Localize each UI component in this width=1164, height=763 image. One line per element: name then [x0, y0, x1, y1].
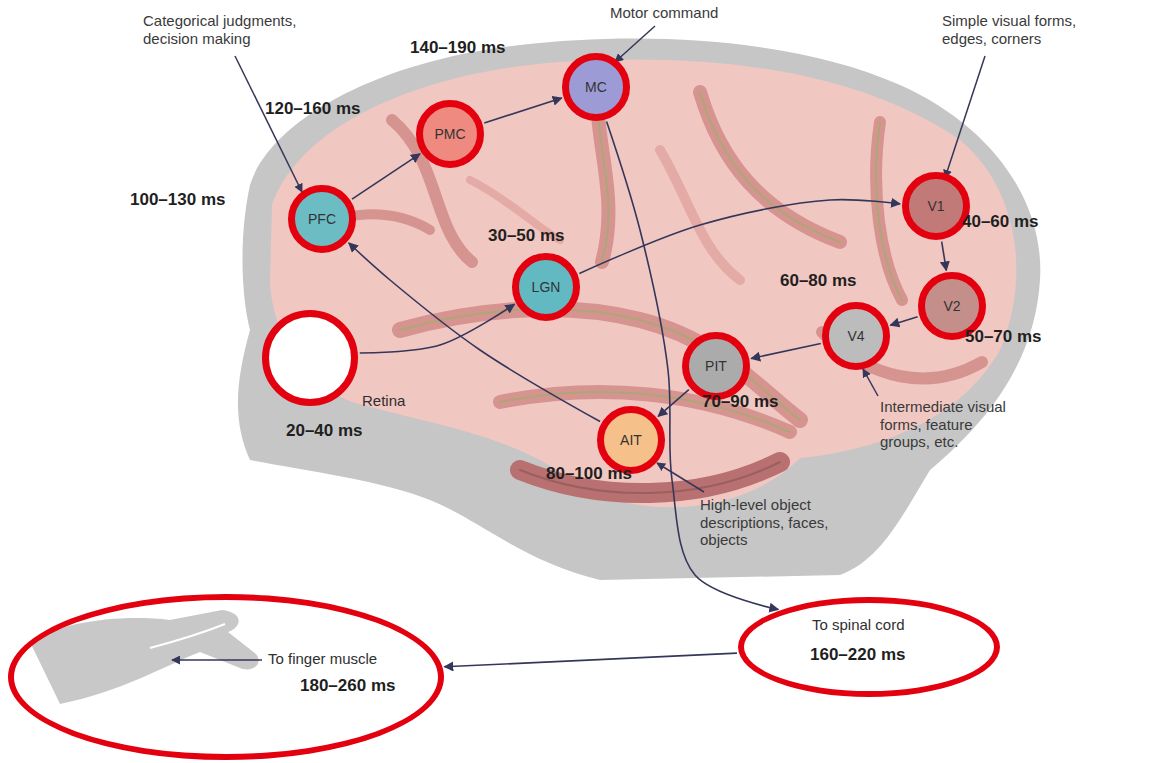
area-label: PMC	[423, 126, 477, 142]
area-label: V4	[829, 328, 883, 344]
retina-circle: Retina20–40 ms	[262, 310, 358, 406]
pathway-arrow	[484, 98, 561, 123]
latency-label: 30–50 ms	[488, 226, 565, 246]
pathway-arrow	[607, 121, 779, 609]
pathway-arrow	[579, 200, 900, 274]
area-circle: LGN30–50 ms	[512, 253, 580, 321]
arm-illustration	[30, 610, 259, 704]
callout-text: Motor command	[610, 4, 718, 22]
area-label: To spinal cord	[812, 616, 905, 633]
area-circle: AIT80–100 ms	[597, 406, 665, 474]
area-label: V2	[925, 298, 979, 314]
area-label: Retina	[362, 392, 405, 409]
pathway-arrow	[942, 242, 947, 271]
leader-line	[615, 26, 655, 62]
callout-text: Simple visual forms, edges, corners	[942, 12, 1112, 47]
leader-line	[235, 56, 302, 192]
latency-label: 80–100 ms	[546, 464, 632, 484]
leader-line	[657, 463, 704, 492]
area-label: LGN	[519, 279, 573, 295]
pathway-arrow	[890, 317, 917, 326]
latency-label: 120–160 ms	[265, 99, 360, 119]
area-label: V1	[909, 198, 963, 214]
head-silhouette	[238, 38, 1040, 580]
pathway-arrow	[349, 243, 600, 422]
leader-lines	[172, 26, 985, 660]
leader-line	[172, 659, 262, 661]
sulci	[300, 72, 982, 493]
area-label: To finger muscle	[268, 650, 377, 667]
area-circle: V140–60 ms	[902, 172, 970, 240]
pathway-arrow	[360, 304, 515, 353]
leader-line	[863, 369, 878, 396]
target-ellipse: To finger muscle 180–260 ms	[8, 594, 444, 760]
finger-highlight	[150, 624, 225, 648]
latency-label: 180–260 ms	[300, 676, 395, 696]
callout-text: High-level object descriptions, faces, o…	[700, 496, 830, 549]
area-label: MC	[569, 79, 623, 95]
latency-label: 100–130 ms	[130, 190, 225, 210]
area-circle: PFC100–130 ms	[288, 185, 356, 253]
latency-label: 160–220 ms	[810, 645, 905, 665]
area-label: PIT	[689, 358, 743, 374]
latency-label: 40–60 ms	[962, 212, 1039, 232]
latency-label: 70–90 ms	[702, 392, 779, 412]
pathway-arrow	[352, 154, 420, 199]
area-label: PFC	[295, 211, 349, 227]
area-circle: MC140–190 ms	[562, 53, 630, 121]
callout-text: Intermediate visual forms, feature group…	[880, 398, 1020, 451]
pathway-arrow	[658, 390, 689, 417]
callout-text: Categorical judgments, decision making	[143, 12, 318, 47]
latency-label: 20–40 ms	[286, 421, 363, 441]
latency-label: 140–190 ms	[410, 38, 505, 58]
area-circle: V250–70 ms	[918, 272, 986, 340]
pathway-arrow	[751, 344, 821, 359]
pathway-arrow	[444, 653, 737, 667]
area-circle: PMC120–160 ms	[416, 100, 484, 168]
target-ellipse: To spinal cord 160–220 ms	[738, 597, 1000, 697]
leader-line	[945, 56, 985, 178]
latency-label: 50–70 ms	[965, 327, 1042, 347]
area-circle: PIT70–90 ms	[682, 332, 750, 400]
area-circle: V460–80 ms	[822, 302, 890, 370]
latency-label: 60–80 ms	[780, 271, 857, 291]
area-label: AIT	[604, 432, 658, 448]
